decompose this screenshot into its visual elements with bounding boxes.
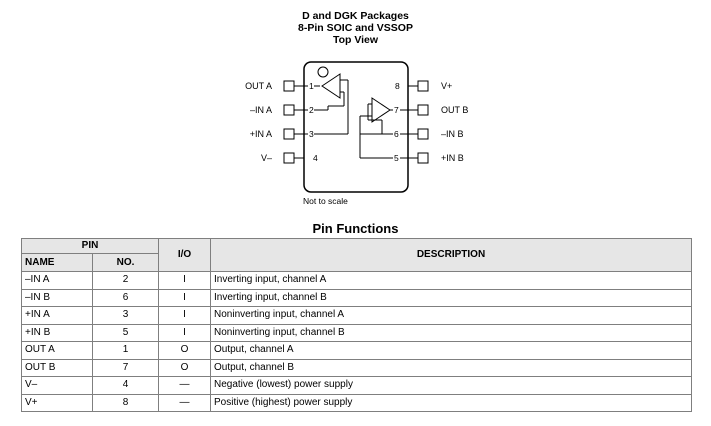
cell-description: Inverting input, channel A bbox=[210, 271, 692, 290]
pin-box-2 bbox=[283, 104, 295, 116]
pin-box-7 bbox=[417, 104, 429, 116]
table-row: V+ 8 — Positive (highest) power supply bbox=[21, 393, 692, 412]
pin-number-8: 8 bbox=[395, 81, 400, 91]
pin-number-7: 7 bbox=[394, 105, 399, 115]
pin-box-4 bbox=[283, 152, 295, 164]
package-title-line1: D and DGK Packages bbox=[302, 10, 409, 22]
cell-no: 1 bbox=[92, 341, 159, 360]
cell-io: I bbox=[158, 323, 211, 342]
pin-number-6: 6 bbox=[394, 129, 399, 139]
cell-name: OUT B bbox=[21, 358, 93, 377]
cell-description: Noninverting input, channel A bbox=[210, 306, 692, 325]
table-row: OUT B 7 O Output, channel B bbox=[21, 358, 692, 377]
pin-box-1 bbox=[283, 80, 295, 92]
header-io: I/O bbox=[158, 238, 211, 272]
pin-label-v-plus: V+ bbox=[441, 81, 452, 91]
pin-label-in-minus-a: –IN A bbox=[250, 105, 272, 115]
pin-functions-table: PIN I/O DESCRIPTION NAME NO. –IN A 2 I I… bbox=[21, 238, 692, 412]
cell-name: +IN B bbox=[21, 323, 93, 342]
pin-box-6 bbox=[417, 128, 429, 140]
package-body bbox=[303, 61, 409, 193]
pin-box-8 bbox=[417, 80, 429, 92]
cell-no: 4 bbox=[92, 376, 159, 395]
not-to-scale-note: Not to scale bbox=[303, 196, 348, 206]
cell-io: I bbox=[158, 306, 211, 325]
package-title: D and DGK Packages 8-Pin SOIC and VSSOP … bbox=[0, 10, 711, 46]
pin-number-4: 4 bbox=[313, 153, 318, 163]
cell-description: Output, channel A bbox=[210, 341, 692, 360]
header-pin: PIN bbox=[21, 238, 159, 254]
cell-description: Positive (highest) power supply bbox=[210, 393, 692, 412]
header-name: NAME bbox=[21, 253, 93, 272]
cell-name: OUT A bbox=[21, 341, 93, 360]
pin-label-in-minus-b: –IN B bbox=[441, 129, 464, 139]
cell-no: 6 bbox=[92, 288, 159, 307]
cell-io: O bbox=[158, 341, 211, 360]
cell-name: V– bbox=[21, 376, 93, 395]
pin-box-3 bbox=[283, 128, 295, 140]
cell-name: V+ bbox=[21, 393, 93, 412]
pin-label-in-plus-b: +IN B bbox=[441, 153, 464, 163]
cell-io: O bbox=[158, 358, 211, 377]
cell-io: I bbox=[158, 288, 211, 307]
package-title-line3: Top View bbox=[332, 34, 379, 46]
table-row: –IN A 2 I Inverting input, channel A bbox=[21, 271, 692, 290]
cell-no: 7 bbox=[92, 358, 159, 377]
cell-io: — bbox=[158, 393, 211, 412]
pin1-indicator bbox=[317, 66, 329, 78]
cell-no: 8 bbox=[92, 393, 159, 412]
cell-description: Negative (lowest) power supply bbox=[210, 376, 692, 395]
amplifier-b-symbol bbox=[359, 97, 391, 158]
cell-no: 5 bbox=[92, 323, 159, 342]
cell-name: –IN A bbox=[21, 271, 93, 290]
package-title-line2: 8-Pin SOIC and VSSOP bbox=[298, 22, 413, 34]
cell-io: — bbox=[158, 376, 211, 395]
cell-io: I bbox=[158, 271, 211, 290]
cell-description: Inverting input, channel B bbox=[210, 288, 692, 307]
pinout-diagram: OUT A –IN A +IN A V– V+ OUT B –IN B +IN … bbox=[245, 61, 468, 206]
cell-description: Noninverting input, channel B bbox=[210, 323, 692, 342]
pin-label-v-minus: V– bbox=[261, 153, 272, 163]
table-row: OUT A 1 O Output, channel A bbox=[21, 341, 692, 360]
header-description: DESCRIPTION bbox=[210, 238, 692, 272]
table-row: +IN B 5 I Noninverting input, channel B bbox=[21, 323, 692, 342]
pin-number-1: 1 bbox=[309, 81, 314, 91]
table-row: V– 4 — Negative (lowest) power supply bbox=[21, 376, 692, 395]
pin-number-5: 5 bbox=[394, 153, 399, 163]
pin-functions-title: Pin Functions bbox=[312, 221, 399, 236]
table-row: –IN B 6 I Inverting input, channel B bbox=[21, 288, 692, 307]
cell-no: 3 bbox=[92, 306, 159, 325]
pin-label-out-a: OUT A bbox=[245, 81, 272, 91]
pin-label-out-b: OUT B bbox=[441, 105, 468, 115]
pin-label-in-plus-a: +IN A bbox=[250, 129, 272, 139]
pin-box-5 bbox=[417, 152, 429, 164]
pin-number-2: 2 bbox=[309, 105, 314, 115]
pin-number-3: 3 bbox=[309, 129, 314, 139]
header-no: NO. bbox=[92, 253, 159, 272]
amplifier-a-symbol bbox=[320, 73, 349, 134]
cell-name: –IN B bbox=[21, 288, 93, 307]
cell-description: Output, channel B bbox=[210, 358, 692, 377]
table-row: +IN A 3 I Noninverting input, channel A bbox=[21, 306, 692, 325]
cell-name: +IN A bbox=[21, 306, 93, 325]
cell-no: 2 bbox=[92, 271, 159, 290]
